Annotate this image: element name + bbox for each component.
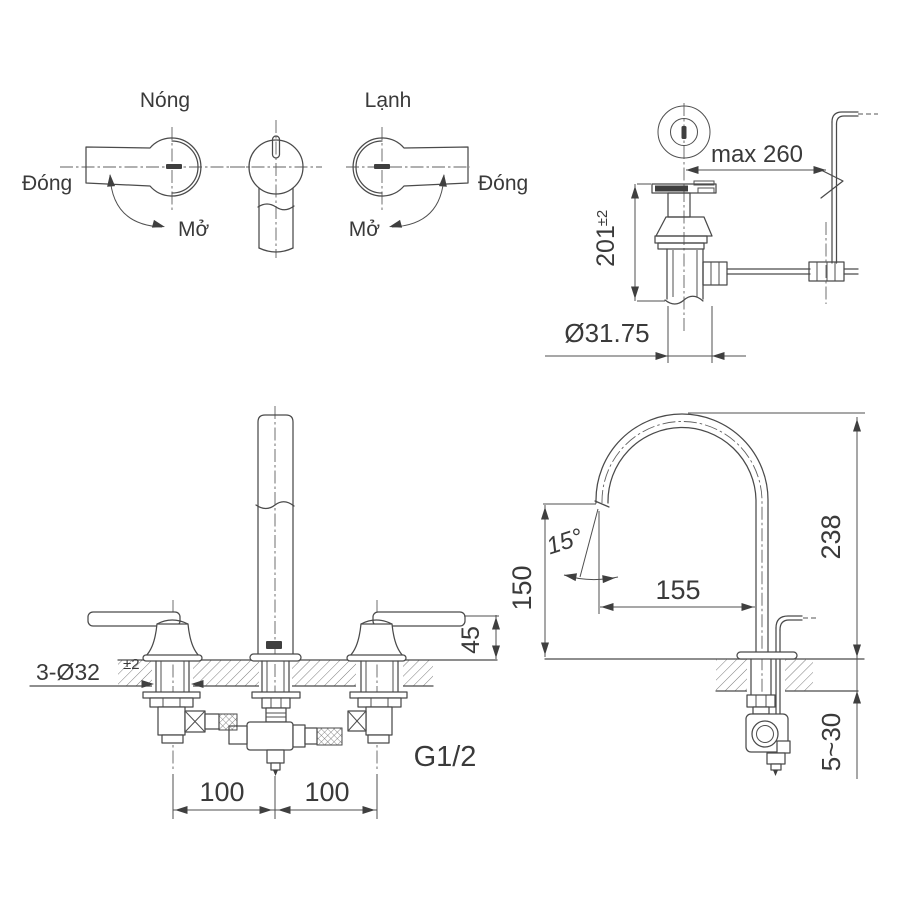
popup-drain-view: max 260 201 ±2 Ø31.75 [545,103,878,363]
close-left-label: Đóng [22,172,72,195]
supply-hose-center [316,727,343,746]
open-left-label: Mở [178,218,209,241]
thread-label: G1/2 [414,741,477,773]
handle-height-dimension: 45 [457,626,485,654]
outlet-height-dimension: 150 [507,565,537,610]
cold-valve-assembly [346,600,466,772]
supply-hose-hot [218,713,238,731]
drain-logo-mark [681,126,687,139]
cold-handle-top-view [346,127,470,231]
brand-logo-mark [266,641,282,649]
drain-height-dimension: 201 [592,225,620,267]
handle-operation-diagram: Nóng Lạnh Đóng Mở Mở Đóng [22,89,528,258]
spout-side-view: 150 15° 155 238 5~30 [507,412,865,779]
hole-spec-dimension: 3-Ø32 [36,659,100,685]
total-height-dimension: 238 [816,514,846,559]
deck-thickness-dimension: 5~30 [816,713,846,772]
hole-spec-tolerance: ±2 [123,656,140,673]
drain-plug-top-view [657,105,711,159]
max-reach-dimension: max 260 [711,141,803,168]
drain-height-tolerance: ±2 [594,210,611,227]
hot-label: Nóng [140,89,190,112]
spout-column [228,406,343,776]
hot-handle-top-view [60,127,250,231]
close-right-label: Đóng [478,172,528,195]
cold-lever [372,611,466,627]
hot-handle-indicator-mark [166,164,182,169]
hot-valve-assembly [87,600,238,772]
drain-rod-clip [820,169,844,199]
cold-label: Lạnh [365,89,412,112]
spout-shank-assembly [736,651,798,776]
hot-lever [87,611,181,627]
gooseneck-spout [594,413,769,698]
cold-handle-indicator-mark [374,164,390,169]
angle-dimension: 15° [543,523,586,560]
front-view: 3-Ø32 ±2 45 100 100 G1/2 [29,406,500,819]
handle-slot [271,135,281,159]
handle-side-view [230,120,322,258]
open-right-label: Mở [349,218,380,241]
drain-diameter-dimension: Ø31.75 [564,318,649,348]
drain-lift-rod [820,111,878,264]
right-spacing-dimension: 100 [304,777,349,807]
left-spacing-dimension: 100 [199,777,244,807]
reach-dimension: 155 [655,575,700,605]
